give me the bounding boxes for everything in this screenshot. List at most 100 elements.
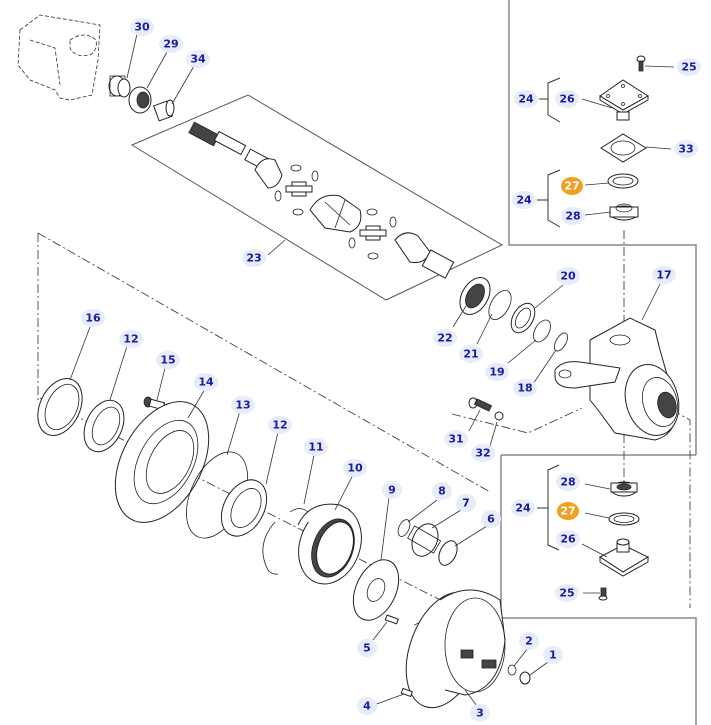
circlip-11 bbox=[262, 508, 309, 575]
svg-text:13: 13 bbox=[235, 399, 250, 412]
lock-nut-32 bbox=[494, 411, 504, 421]
hub-seal-16 bbox=[37, 378, 83, 436]
callout-4[interactable]: 4 bbox=[357, 697, 377, 715]
svg-text:15: 15 bbox=[160, 354, 175, 367]
svg-text:33: 33 bbox=[678, 143, 693, 156]
callout-22[interactable]: 22 bbox=[433, 329, 457, 347]
taper-bearing-12-outer bbox=[83, 399, 125, 453]
driveshaft-frame bbox=[130, 94, 504, 301]
callout-31[interactable]: 31 bbox=[444, 430, 468, 448]
callout-23[interactable]: 23 bbox=[242, 249, 266, 267]
svg-text:3: 3 bbox=[476, 707, 484, 720]
callout-18[interactable]: 18 bbox=[513, 379, 537, 397]
svg-text:11: 11 bbox=[308, 441, 323, 454]
bracket-24-upper-b bbox=[547, 169, 561, 228]
callout-9[interactable]: 9 bbox=[382, 481, 402, 499]
bearing-cup-27-lower bbox=[608, 512, 640, 526]
callout-7[interactable]: 7 bbox=[456, 494, 476, 512]
planetary-housing-3 bbox=[405, 589, 506, 709]
knuckle-axis-line bbox=[451, 407, 583, 434]
callout-13[interactable]: 13 bbox=[231, 396, 255, 414]
callout-24-upper-a[interactable]: 24 bbox=[514, 90, 538, 108]
spindle-axis bbox=[671, 409, 691, 608]
callout-28-lower[interactable]: 28 bbox=[556, 473, 580, 491]
svg-text:7: 7 bbox=[462, 497, 470, 510]
callout-14[interactable]: 14 bbox=[194, 373, 218, 391]
svg-text:25: 25 bbox=[559, 587, 574, 600]
needle-bearing-30 bbox=[108, 75, 131, 98]
bolt-25-lower bbox=[598, 587, 608, 601]
svg-text:17: 17 bbox=[656, 269, 671, 282]
svg-text:20: 20 bbox=[560, 270, 576, 283]
callout-20[interactable]: 20 bbox=[556, 267, 580, 285]
callout-25-upper[interactable]: 25 bbox=[677, 58, 701, 76]
callout-27-lower[interactable]: 27 bbox=[557, 502, 579, 520]
svg-text:1: 1 bbox=[549, 649, 557, 662]
svg-text:34: 34 bbox=[190, 53, 206, 66]
callout-26-lower[interactable]: 26 bbox=[556, 530, 580, 548]
callout-12-outer[interactable]: 12 bbox=[119, 330, 143, 348]
svg-text:21: 21 bbox=[463, 348, 478, 361]
callout-28-upper[interactable]: 28 bbox=[561, 207, 585, 225]
svg-text:25: 25 bbox=[681, 61, 696, 74]
svg-text:19: 19 bbox=[489, 366, 504, 379]
hub-group bbox=[37, 378, 531, 709]
wheel-hub-14 bbox=[114, 401, 210, 523]
svg-text:8: 8 bbox=[438, 485, 446, 498]
callout-15[interactable]: 15 bbox=[156, 351, 180, 369]
callout-3[interactable]: 3 bbox=[470, 704, 490, 722]
cap-26-upper bbox=[599, 79, 649, 121]
bearing-ring-29 bbox=[128, 86, 152, 114]
svg-text:5: 5 bbox=[363, 642, 371, 655]
svg-text:28: 28 bbox=[560, 476, 575, 489]
lower-right-frame bbox=[500, 455, 697, 725]
svg-text:10: 10 bbox=[347, 462, 363, 475]
callout-1[interactable]: 1 bbox=[543, 646, 563, 664]
callout-29[interactable]: 29 bbox=[159, 35, 183, 53]
callout-12-inner[interactable]: 12 bbox=[268, 416, 292, 434]
svg-text:24: 24 bbox=[515, 502, 531, 515]
callout-8[interactable]: 8 bbox=[432, 482, 452, 500]
callout-17[interactable]: 17 bbox=[652, 266, 676, 284]
stop-bolt-31 bbox=[468, 397, 493, 412]
seal-washer-2 bbox=[507, 664, 517, 676]
planet-carrier-gear-9 bbox=[352, 559, 400, 621]
upper-right-frame bbox=[508, 0, 697, 455]
bearing-cup-27-upper bbox=[607, 173, 639, 189]
svg-text:2: 2 bbox=[525, 635, 533, 648]
svg-text:31: 31 bbox=[448, 433, 463, 446]
callout-5[interactable]: 5 bbox=[357, 639, 377, 657]
callout-25-lower[interactable]: 25 bbox=[555, 584, 579, 602]
callout-6[interactable]: 6 bbox=[481, 510, 501, 528]
planet-gear-7 bbox=[407, 523, 442, 557]
callout-24-lower[interactable]: 24 bbox=[511, 499, 535, 517]
bearing-28-upper bbox=[609, 203, 639, 221]
svg-text:27: 27 bbox=[560, 505, 575, 518]
axle-housing-ghost bbox=[17, 14, 101, 101]
callout-27-upper[interactable]: 27 bbox=[561, 177, 583, 195]
svg-text:24: 24 bbox=[516, 194, 532, 207]
svg-text:12: 12 bbox=[123, 333, 138, 346]
callout-33[interactable]: 33 bbox=[674, 140, 698, 158]
svg-text:29: 29 bbox=[163, 38, 178, 51]
callout-34[interactable]: 34 bbox=[186, 50, 210, 68]
callout-24-upper-b[interactable]: 24 bbox=[512, 191, 536, 209]
callout-11[interactable]: 11 bbox=[304, 438, 328, 456]
bolt-4 bbox=[400, 687, 414, 698]
callout-32[interactable]: 32 bbox=[471, 444, 495, 462]
gasket-33 bbox=[600, 133, 647, 163]
sun-gear-6 bbox=[438, 540, 458, 566]
svg-text:4: 4 bbox=[363, 700, 371, 713]
callout-21[interactable]: 21 bbox=[459, 345, 483, 363]
callout-26-upper[interactable]: 26 bbox=[555, 90, 579, 108]
bushing-34 bbox=[153, 99, 175, 122]
callout-10[interactable]: 10 bbox=[343, 459, 367, 477]
callout-16[interactable]: 16 bbox=[81, 309, 105, 327]
callout-19[interactable]: 19 bbox=[485, 363, 509, 381]
upper-kingpin-parts bbox=[599, 55, 649, 221]
ring-gear-10 bbox=[297, 503, 362, 585]
wheel-stud-15 bbox=[143, 396, 166, 411]
callout-2[interactable]: 2 bbox=[519, 632, 539, 650]
callout-30[interactable]: 30 bbox=[130, 18, 154, 36]
